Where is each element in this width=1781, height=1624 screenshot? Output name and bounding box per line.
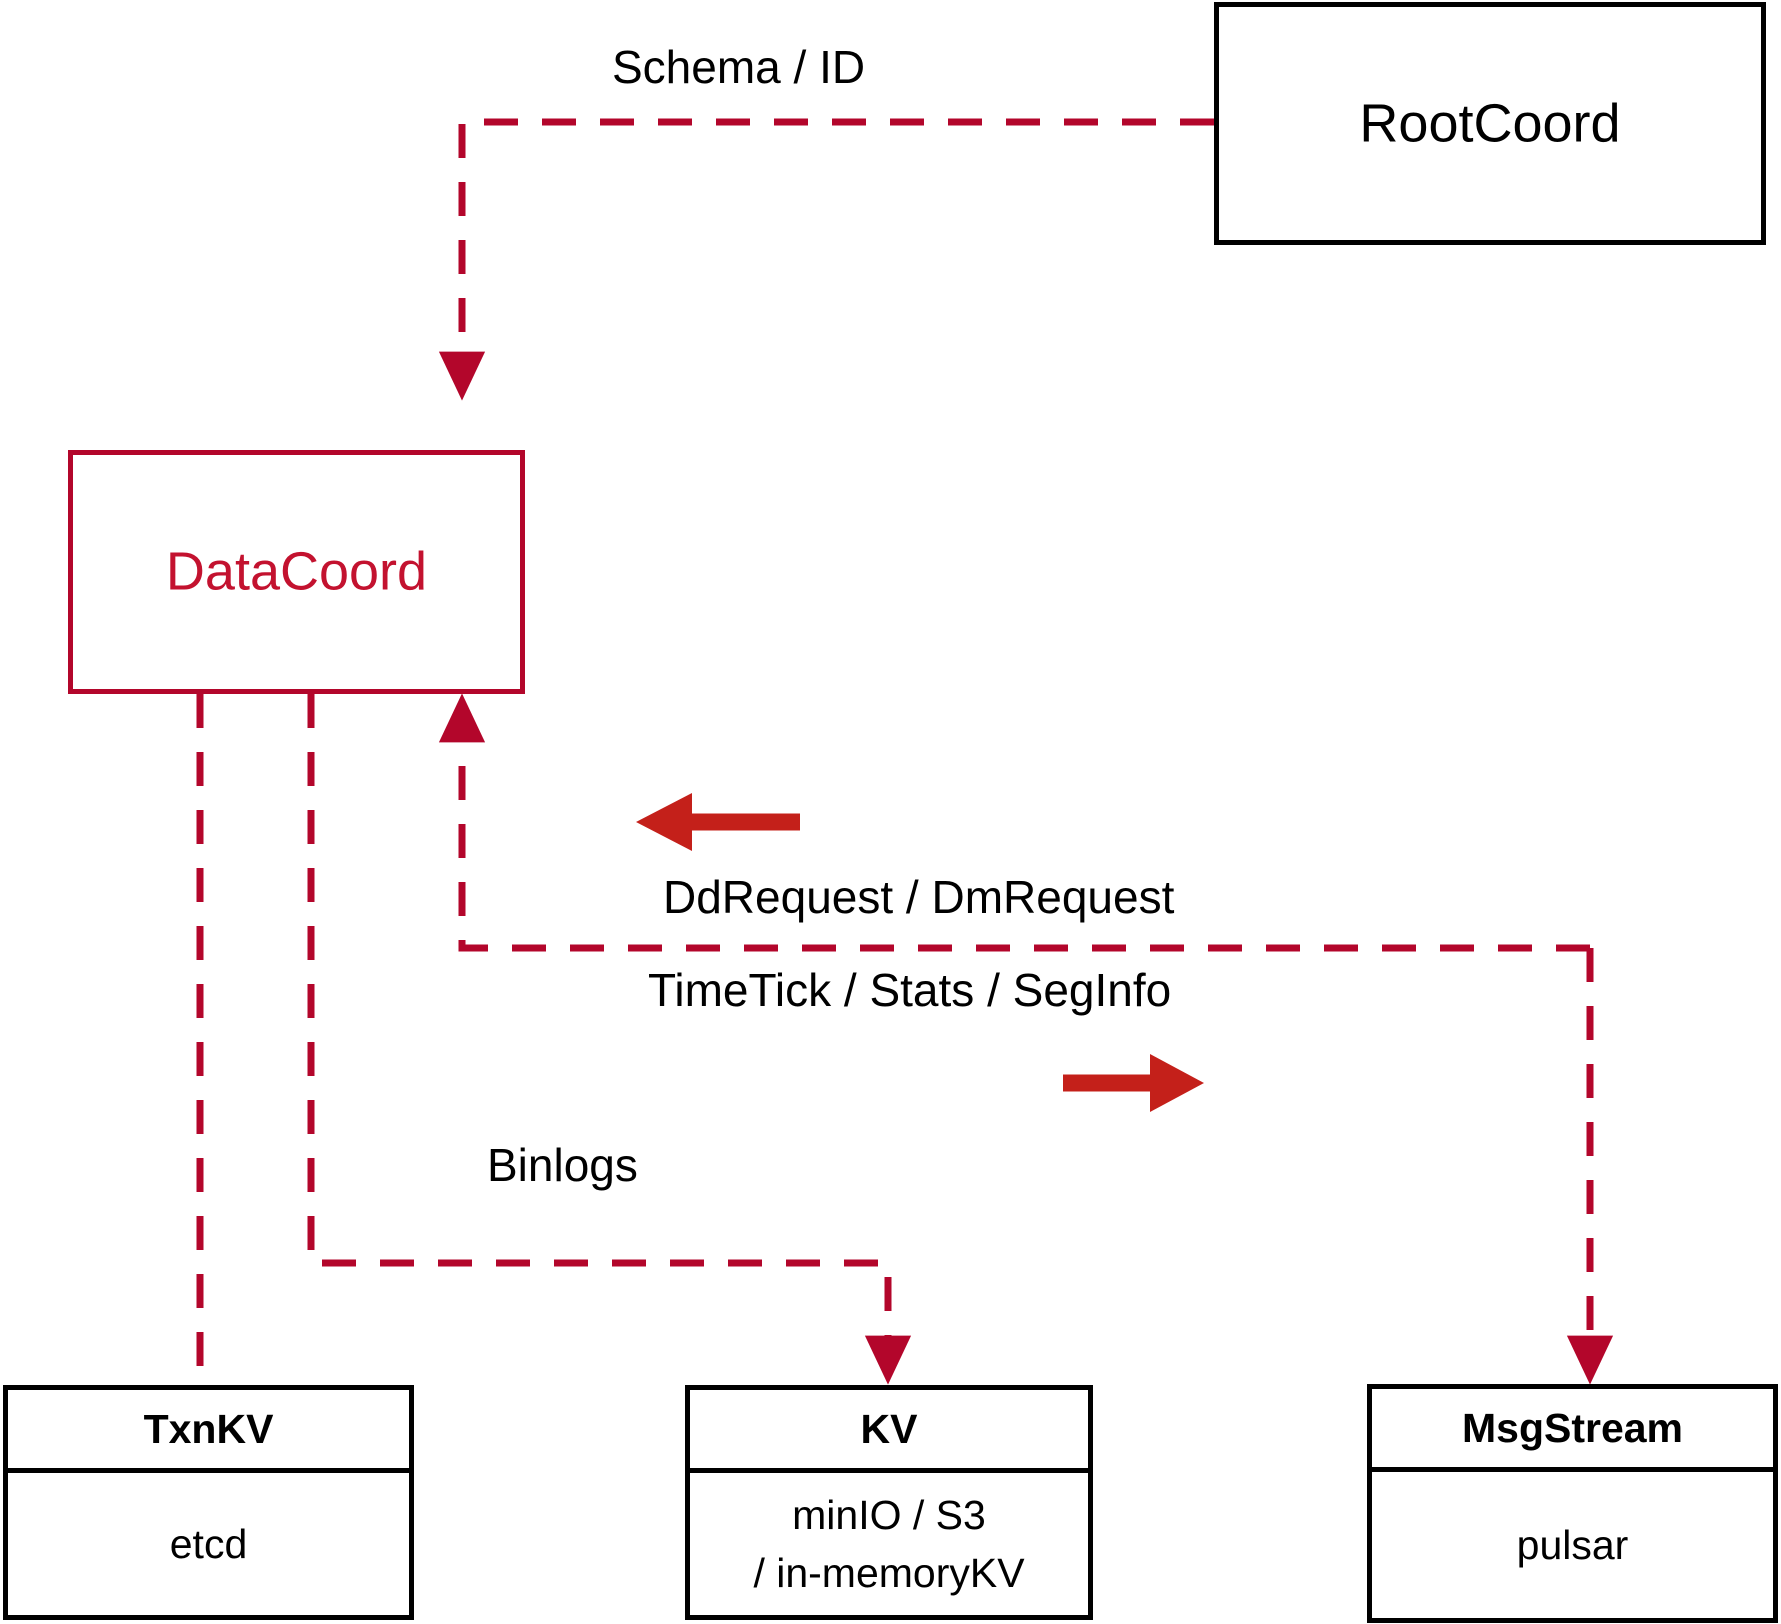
node-msgstream-body: pulsar bbox=[1372, 1472, 1773, 1618]
node-rootcoord[interactable]: RootCoord bbox=[1214, 2, 1766, 245]
node-txnkv-body-line: etcd bbox=[169, 1520, 248, 1567]
node-kv-body: minIO / S3 / in-memoryKV bbox=[690, 1473, 1088, 1615]
node-rootcoord-label: RootCoord bbox=[1359, 92, 1621, 153]
edge-binlogs bbox=[307, 694, 912, 1385]
edge-label-schema-id: Schema / ID bbox=[612, 41, 866, 93]
node-msgstream[interactable]: MsgStream pulsar bbox=[1367, 1384, 1778, 1623]
node-kv-body-line: / in-memoryKV bbox=[753, 1550, 1025, 1596]
direction-arrow-left-icon bbox=[636, 793, 800, 851]
node-txnkv-body: etcd bbox=[8, 1473, 409, 1615]
edge-label-timetick-stats-seginfo: TimeTick / Stats / SegInfo bbox=[648, 964, 1172, 1016]
node-datacoord[interactable]: DataCoord bbox=[68, 450, 525, 694]
node-kv-header: KV bbox=[690, 1390, 1088, 1473]
edge-label-ddrequest-dmrequest: DdRequest / DmRequest bbox=[663, 871, 1175, 923]
node-datacoord-label: DataCoord bbox=[165, 541, 428, 602]
node-txnkv[interactable]: TxnKV etcd bbox=[3, 1385, 414, 1620]
direction-arrow-right-icon bbox=[1063, 1054, 1204, 1112]
node-kv[interactable]: KV minIO / S3 / in-memoryKV bbox=[685, 1385, 1093, 1620]
node-msgstream-body-line: pulsar bbox=[1516, 1521, 1629, 1568]
node-kv-body-line: minIO / S3 bbox=[792, 1491, 986, 1538]
edge-ddrequest-dmrequest bbox=[438, 693, 1590, 952]
node-msgstream-header: MsgStream bbox=[1372, 1389, 1773, 1472]
node-txnkv-header: TxnKV bbox=[8, 1390, 409, 1473]
edge-schema-id bbox=[438, 118, 1214, 401]
edge-label-binlogs: Binlogs bbox=[487, 1139, 638, 1191]
